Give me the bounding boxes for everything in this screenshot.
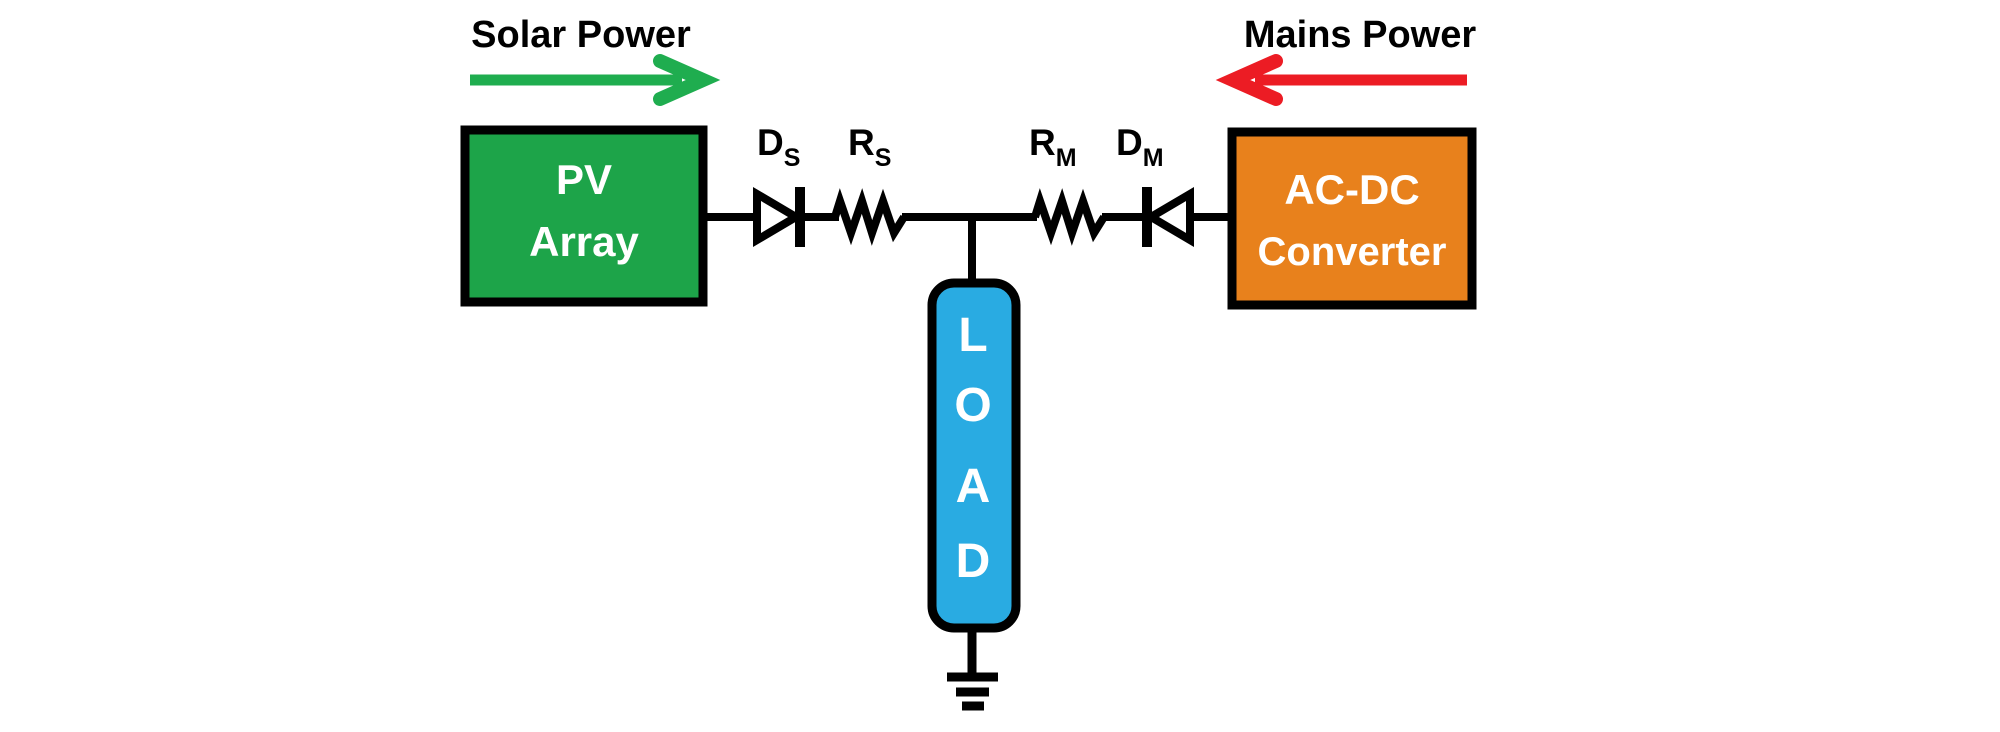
load-letter-d: D	[956, 535, 991, 588]
dm-diode-triangle	[1143, 186, 1194, 248]
load-letter-o: O	[954, 379, 991, 432]
pv-array-box	[460, 125, 708, 307]
mains-flow-arrow-icon	[1215, 54, 1467, 106]
dm-label-sub: M	[1143, 144, 1164, 172]
rm-label: RM	[1029, 122, 1077, 172]
dm-label: DM	[1116, 122, 1164, 172]
ds-diode-icon	[753, 186, 805, 248]
rm-label-sub: M	[1056, 144, 1077, 172]
ds-label-sub: S	[784, 144, 801, 172]
solar-arrow-head	[653, 54, 721, 106]
rs-label-main: R	[848, 122, 875, 163]
load-letter-l: L	[958, 309, 987, 362]
pv-label-line1: PV	[556, 156, 612, 203]
rs-label: RS	[848, 122, 891, 172]
ds-label-main: D	[757, 122, 784, 163]
rs-resistor-icon	[831, 188, 908, 246]
pv-array-block: PV Array	[460, 125, 708, 307]
ds-label: DS	[757, 122, 800, 172]
solar-flow-arrow-icon	[470, 54, 721, 106]
mains-power-label: Mains Power	[1244, 14, 1476, 56]
dm-label-main: D	[1116, 122, 1143, 163]
pv-label-line2: Array	[529, 218, 639, 265]
acdc-label-line2: Converter	[1258, 230, 1447, 274]
load-block: L O A D	[927, 278, 1021, 633]
load-letter-a: A	[956, 460, 991, 513]
dm-diode-icon	[1142, 186, 1194, 248]
rm-resistor-icon	[1031, 188, 1108, 246]
acdc-converter-block: AC-DC Converter	[1227, 127, 1477, 310]
ground-icon	[947, 626, 998, 711]
acdc-converter-box	[1227, 127, 1477, 310]
mains-arrow-head	[1215, 54, 1283, 106]
rs-label-sub: S	[875, 144, 892, 172]
rm-label-main: R	[1029, 122, 1056, 163]
acdc-label-line1: AC-DC	[1284, 166, 1419, 213]
ds-diode-triangle	[753, 186, 804, 248]
solar-power-label: Solar Power	[471, 14, 691, 56]
